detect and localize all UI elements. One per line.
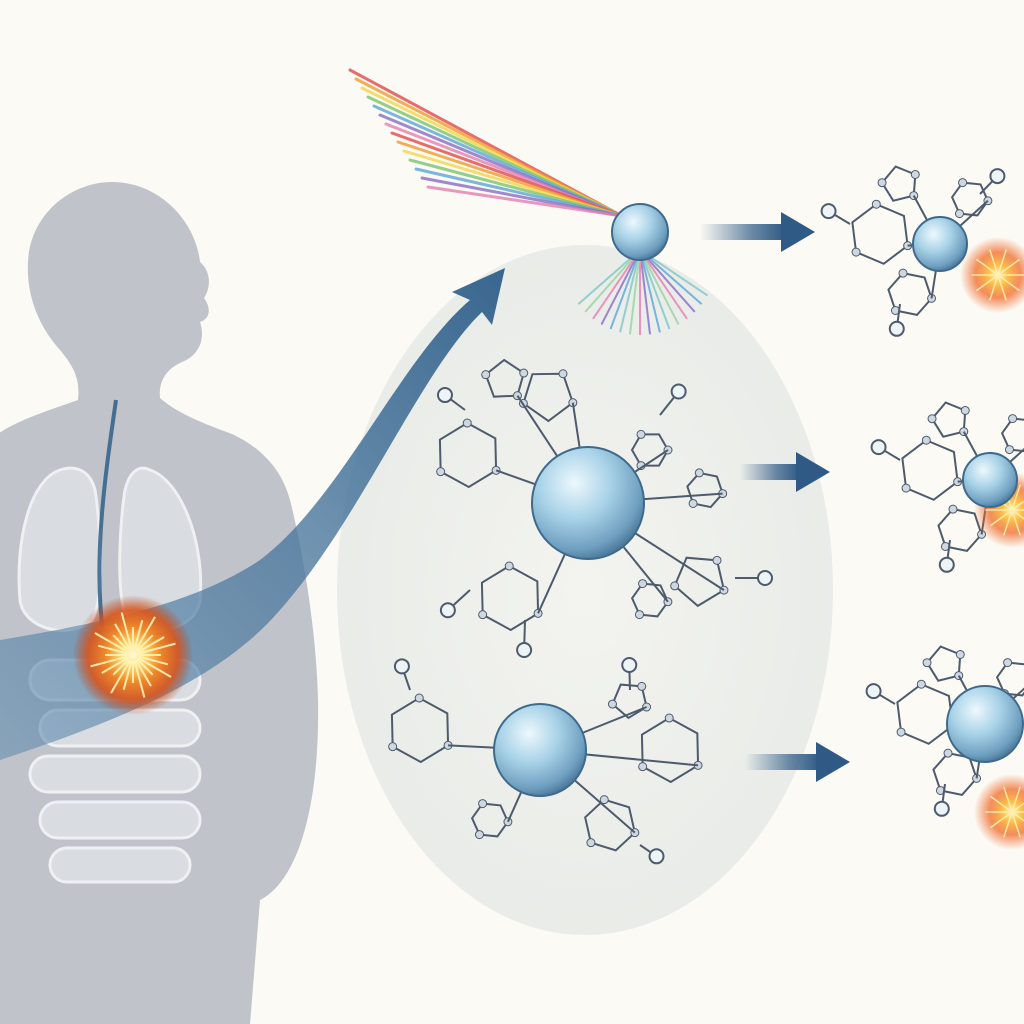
nanoparticle-sphere-icon bbox=[577, 203, 709, 335]
light-beam-icon bbox=[348, 68, 624, 218]
central-reaction-zone bbox=[337, 245, 833, 935]
central-complex-1 bbox=[436, 358, 773, 658]
activated-complex-3 bbox=[865, 645, 1024, 850]
right-arrow-icon bbox=[700, 212, 850, 782]
activated-complex-2 bbox=[870, 401, 1024, 573]
central-complex-2 bbox=[388, 657, 703, 865]
tumor-burst-icon bbox=[73, 595, 193, 715]
activated-complex-1 bbox=[820, 165, 1024, 337]
